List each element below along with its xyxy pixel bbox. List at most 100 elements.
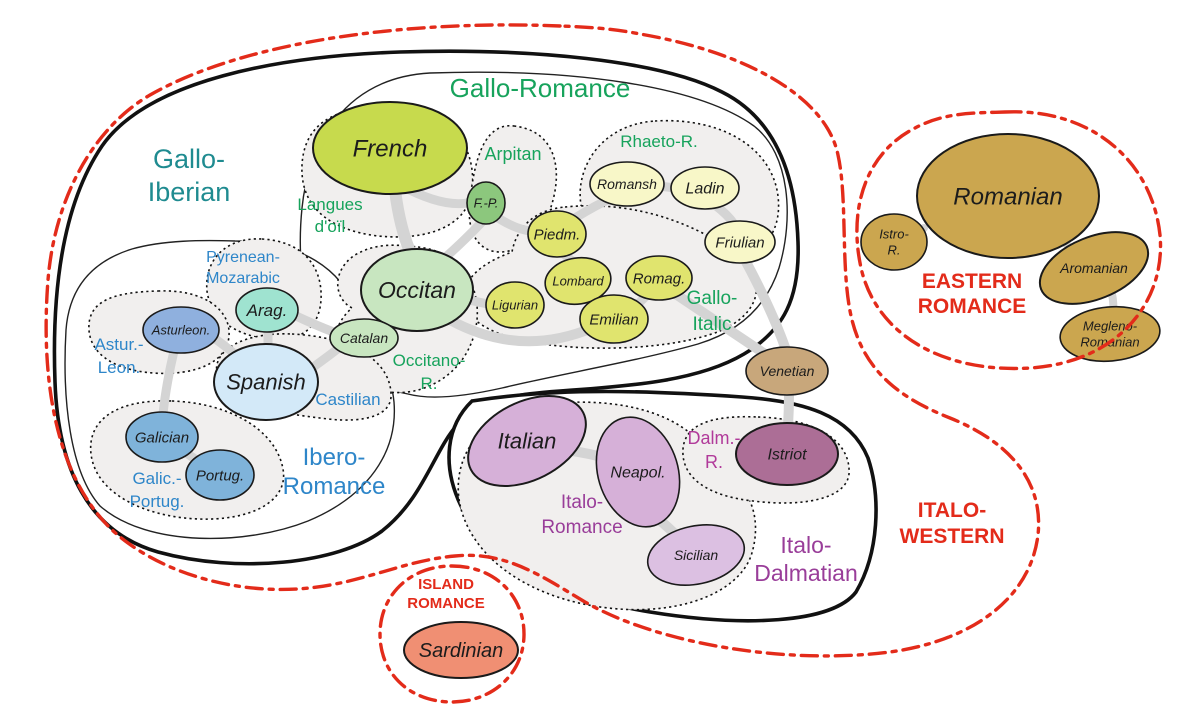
node-italian: Italian xyxy=(467,394,587,488)
node-spanish: Spanish xyxy=(213,343,319,421)
node-sardinian: Sardinian xyxy=(403,621,519,679)
catalan-label: Catalan xyxy=(340,330,388,346)
portuguese-label: Portug. xyxy=(196,467,244,484)
gallo-italic-label-line: Gallo- xyxy=(687,288,738,309)
gallo-romance-label: Gallo-Romance xyxy=(450,73,631,103)
ligurian-label: Ligurian xyxy=(492,298,538,313)
node-sicilian: Sicilian xyxy=(646,524,746,586)
friulian-ellipse xyxy=(704,220,776,264)
emilian-label: Emilian xyxy=(589,311,638,328)
rhaeto-label: Rhaeto-R. xyxy=(620,132,697,151)
gallo-italic-label-line: Italic xyxy=(692,314,731,335)
lombard-label: Lombard xyxy=(552,274,604,289)
italo-romance-label: Italo-Romance xyxy=(541,492,622,538)
friulian-label: Friulian xyxy=(715,234,764,251)
gallo-iberian-label-line: Gallo- xyxy=(153,144,225,174)
romanian-label: Romanian xyxy=(953,183,1062,210)
italo-western-label: ITALO-WESTERN xyxy=(900,499,1005,548)
galic-portug-label-line: Galic.- xyxy=(132,469,181,488)
node-ligurian: Ligurian xyxy=(485,281,545,329)
node-istro-romanian: Istro-R. xyxy=(860,213,928,271)
ibero-romance-label-line: Ibero- xyxy=(303,444,366,471)
node-piedmontese: Piedm. xyxy=(527,210,587,258)
aragonese-ellipse xyxy=(235,287,299,333)
galic-portug-label-line: Portug. xyxy=(130,492,185,511)
italo-dalmatian-label-line: Italo- xyxy=(780,532,831,558)
connector-friulian-venetian xyxy=(740,255,791,355)
italo-romance-label-line: Romance xyxy=(541,517,622,538)
dalm-r-label: Dalm.- R. xyxy=(688,428,741,472)
galic-portug-label: Galic.- Portug. xyxy=(130,469,185,511)
node-romansh: Romansh xyxy=(589,161,665,207)
istro-romanian-ellipse xyxy=(860,213,928,271)
italo-dalmatian-label-line: Dalmatian xyxy=(754,560,858,586)
node-occitan: Occitan xyxy=(360,248,474,332)
island-romance-label: ISLAND ROMANCE xyxy=(407,576,485,612)
occitano-label: Occitano-R. xyxy=(393,351,466,393)
node-neapolitan: Neapol. xyxy=(595,416,681,528)
romagnol-label: Romag. xyxy=(633,270,686,287)
langues-doil-label-line: d'oïl xyxy=(315,217,346,236)
node-istriot: Istriot xyxy=(735,422,839,486)
romansh-ellipse xyxy=(589,161,665,207)
french-label: French xyxy=(353,135,428,162)
node-romanian: Romanian xyxy=(916,133,1100,259)
italian-ellipse xyxy=(467,394,587,488)
astur-leon-label-line: Leon. xyxy=(98,358,141,377)
italian-label: Italian xyxy=(498,429,557,454)
lombard-ellipse xyxy=(544,256,612,306)
node-french: French xyxy=(312,101,468,195)
connector-asturleon-galician xyxy=(158,346,179,419)
castilian-label: Castilian xyxy=(315,390,380,409)
dalm-r-label-line: Dalm.- xyxy=(688,428,741,448)
italo-western-outline xyxy=(44,23,1041,658)
occitano-label-line: Occitano- xyxy=(393,351,466,370)
ligurian-ellipse xyxy=(485,281,545,329)
island-romance-label-line: ROMANCE xyxy=(407,595,485,612)
gallo-romance-label-line: Gallo-Romance xyxy=(450,73,631,103)
island-romance-label-line: ISLAND xyxy=(418,576,474,593)
piedmontese-ellipse xyxy=(527,210,587,258)
node-ladin: Ladin xyxy=(670,166,740,210)
node-franco-provencal: F.-P. xyxy=(466,181,506,225)
occitan-label: Occitan xyxy=(378,277,456,303)
aragonese-label: Arag. xyxy=(246,301,288,320)
connector-venetian-istriot xyxy=(783,389,794,431)
spanish-ellipse xyxy=(213,343,319,421)
venetian-label: Venetian xyxy=(760,363,815,379)
rhaeto-label-line: Rhaeto-R. xyxy=(620,132,697,151)
sardinian-label: Sardinian xyxy=(419,640,504,662)
sicilian-ellipse xyxy=(646,524,746,586)
catalan-ellipse xyxy=(329,318,399,358)
pyrenean-label-line: Pyrenean- xyxy=(206,249,280,266)
node-aromanian: Aromanian xyxy=(1038,231,1150,305)
node-venetian: Venetian xyxy=(745,346,829,396)
romagnol-ellipse xyxy=(625,255,693,301)
eastern-romance-label-line: EASTERN xyxy=(922,270,1022,293)
asturleonese-ellipse xyxy=(142,306,220,354)
franco-provencal-ellipse xyxy=(466,181,506,225)
aromanian-label: Aromanian xyxy=(1059,260,1128,276)
node-aragonese: Arag. xyxy=(235,287,299,333)
node-romagnol: Romag. xyxy=(625,255,693,301)
astur-leon-label: Astur.-Leon. xyxy=(94,335,143,377)
pyrenean-label: Pyrenean- Mozarabic xyxy=(206,249,280,287)
french-ellipse xyxy=(312,101,468,195)
neapolitan-label: Neapol. xyxy=(610,465,665,482)
istriot-ellipse xyxy=(735,422,839,486)
italo-western-label-line: ITALO- xyxy=(918,499,986,522)
node-emilian: Emilian xyxy=(579,294,649,344)
node-asturleonese: Asturleon. xyxy=(142,306,220,354)
pyrenean-label-line: Mozarabic xyxy=(206,270,280,287)
venetian-ellipse xyxy=(745,346,829,396)
node-catalan: Catalan xyxy=(329,318,399,358)
dalm-r-label-line: R. xyxy=(705,452,723,472)
italo-dalmatian-label: Italo-Dalmatian xyxy=(754,532,858,586)
connector-occitan-emilian xyxy=(445,315,597,347)
galician-label: Galician xyxy=(135,429,189,446)
megleno-romanian-label-line: Megleno- xyxy=(1083,319,1138,334)
istro-romanian-label-line: Istro- xyxy=(879,227,909,242)
